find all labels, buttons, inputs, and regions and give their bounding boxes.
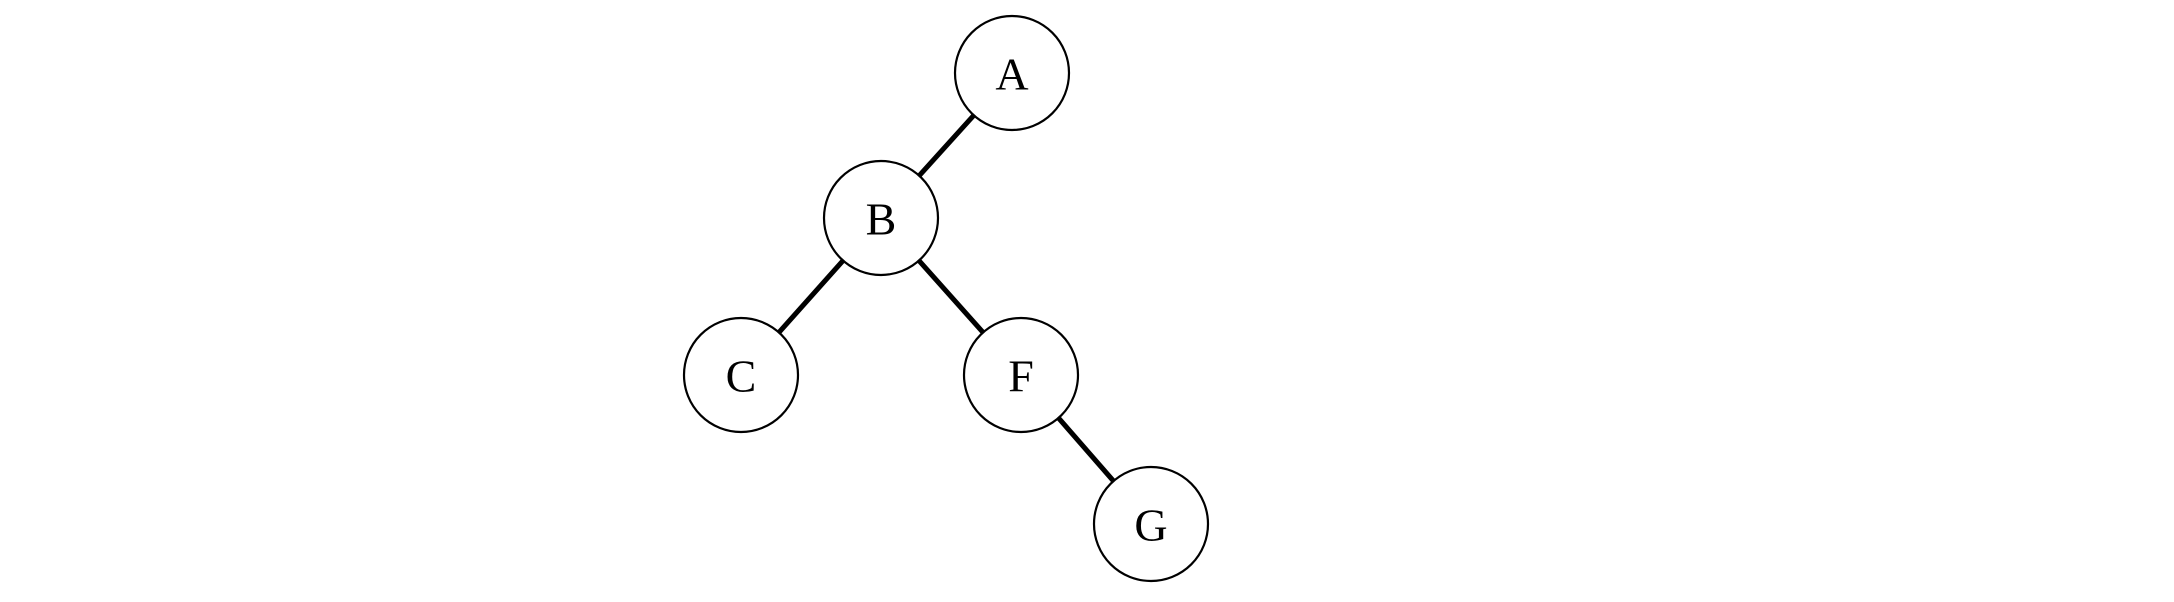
graph-edge-b-f	[917, 258, 985, 335]
graph-node-g[interactable]: G	[1092, 465, 1210, 583]
graph-node-label-b: B	[866, 194, 897, 245]
graph-edge-b-c	[777, 258, 845, 335]
graph-node-circle-f[interactable]	[962, 316, 1080, 434]
edges-layer	[777, 113, 1116, 483]
graph-edge-a-b	[917, 113, 976, 178]
graph-node-f[interactable]: F	[962, 316, 1080, 434]
graph-node-c[interactable]: C	[682, 316, 800, 434]
graph-node-circle-g[interactable]	[1092, 465, 1210, 583]
graph-node-a[interactable]: A	[953, 14, 1071, 132]
graph-edge-f-g	[1056, 416, 1116, 483]
graph-node-b[interactable]: B	[822, 159, 940, 277]
graph-node-label-a: A	[995, 49, 1028, 100]
nodes-layer: A B C F G	[682, 14, 1210, 583]
graph-node-circle-c[interactable]	[682, 316, 800, 434]
graph-node-circle-b[interactable]	[822, 159, 940, 277]
graph-node-circle-a[interactable]	[953, 14, 1071, 132]
graph-node-label-c: C	[726, 351, 757, 402]
graph-node-label-f: F	[1008, 351, 1034, 402]
graph-node-label-g: G	[1134, 500, 1167, 551]
